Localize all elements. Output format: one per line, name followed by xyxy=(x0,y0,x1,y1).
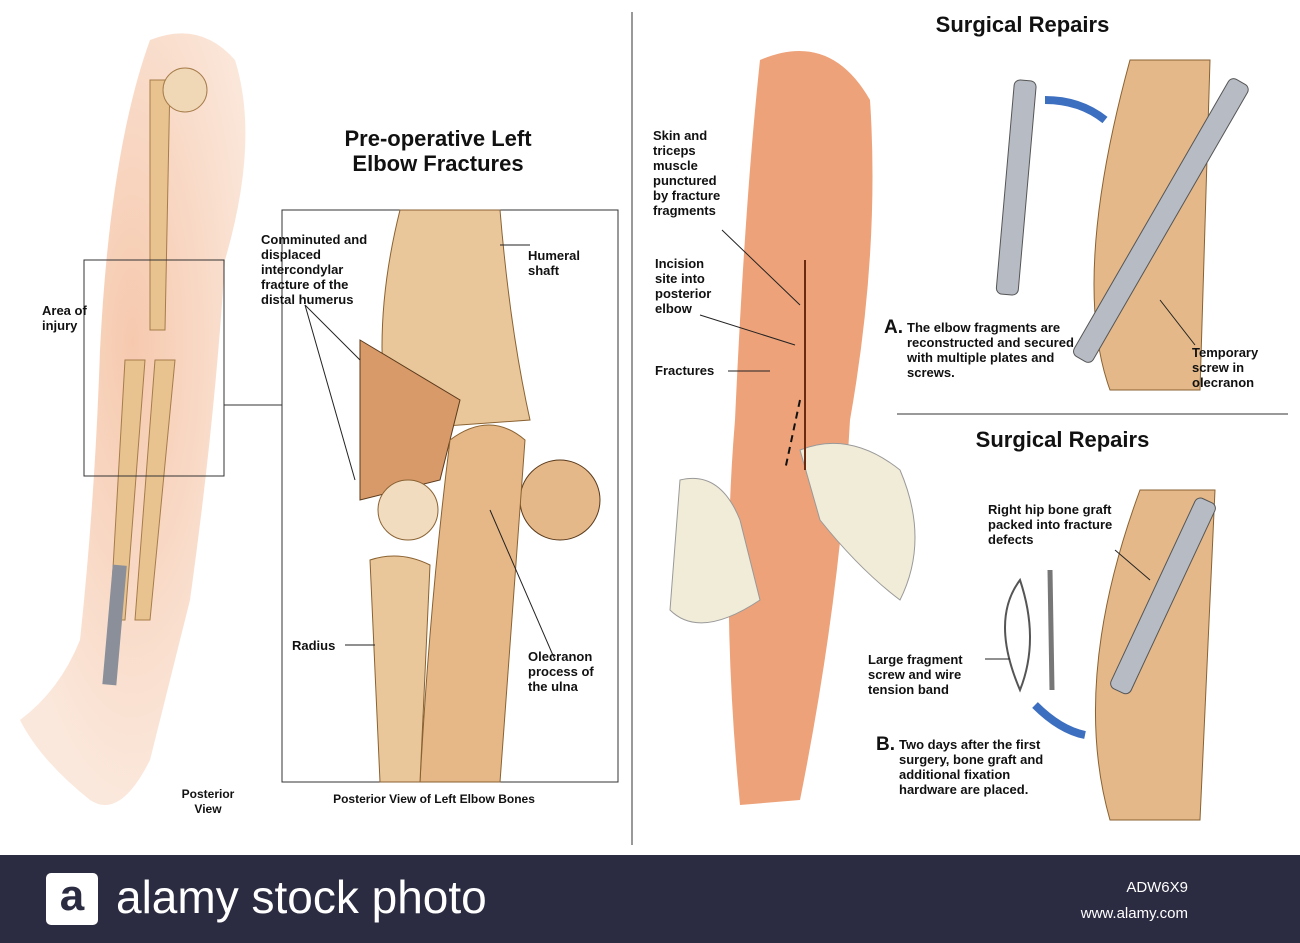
alamy-logo: a xyxy=(46,873,98,925)
preop-title: Pre-operative Left Elbow Fractures xyxy=(344,126,532,176)
surgical-arm-figure xyxy=(669,51,916,805)
section-b-title: Surgical Repairs xyxy=(975,427,1150,452)
label-hip-graft: Right hip bone graft packed into fractur… xyxy=(988,502,1113,547)
label-incision: Incision site into posterior elbow xyxy=(655,256,712,316)
illustration xyxy=(20,12,1288,845)
section-b-letter: B. xyxy=(876,734,895,755)
section-a-description: A. The elbow fragments are reconstructed… xyxy=(884,317,1074,380)
section-a-title: Surgical Repairs xyxy=(935,12,1110,37)
brand-text: alamy stock photo xyxy=(116,871,487,923)
label-olecranon: Olecranon process of the ulna xyxy=(528,649,594,694)
section-b-description: B. Two days after the first surgery, bon… xyxy=(876,734,1056,797)
label-area-of-injury: Area of injury xyxy=(42,303,87,333)
label-humeral-shaft: Humeral shaft xyxy=(528,248,581,278)
section-b-text: Two days after the first surgery, bone g… xyxy=(899,737,1044,797)
leader-lines xyxy=(304,229,1196,661)
label-large-fragment: Large fragment screw and wire tension ba… xyxy=(868,652,963,697)
label-radius: Radius xyxy=(292,638,336,653)
plates-and-screws-figure xyxy=(897,59,1288,415)
caption-posterior-elbow: Posterior View of Left Elbow Bones xyxy=(333,792,535,806)
posterior-arm-figure xyxy=(20,33,282,806)
image-code: ADW6X9 xyxy=(1126,879,1188,896)
section-a-letter: A. xyxy=(884,317,903,338)
footer-bar: a alamy stock photo ADW6X9 www.alamy.com xyxy=(0,855,1300,943)
label-temporary-screw: Temporary screw in olecranon xyxy=(1192,345,1259,390)
label-fractures: Fractures xyxy=(655,363,715,378)
label-skin-triceps: Skin and triceps muscle punctured by fra… xyxy=(653,128,721,218)
section-a-text: The elbow fragments are reconstructed an… xyxy=(907,320,1074,380)
elbow-bones-detail xyxy=(359,209,601,783)
label-comminuted: Comminuted and displaced intercondylar f… xyxy=(261,232,368,307)
bone-graft-figure xyxy=(1004,489,1216,821)
site-url[interactable]: www.alamy.com xyxy=(1080,905,1188,922)
label-posterior-view: Posterior View xyxy=(181,787,235,816)
